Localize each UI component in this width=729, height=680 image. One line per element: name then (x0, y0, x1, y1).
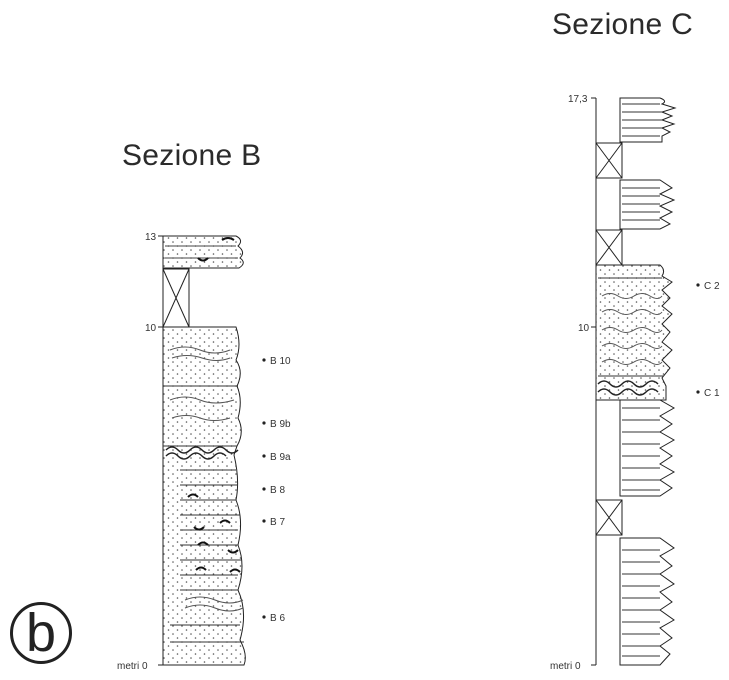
sample-b6-label: B 6 (270, 613, 285, 624)
section-c-covered-interval-2 (596, 230, 622, 265)
section-b-upper-unit (163, 236, 243, 268)
section-c-top-label: 17,3 (568, 94, 588, 105)
section-b-base-label: metri 0 (117, 661, 148, 672)
section-c-top-unit (620, 98, 675, 142)
section-c-covered-interval-1 (596, 143, 622, 178)
section-c-upper-thin-beds (620, 180, 674, 229)
section-b-samples: B 10 B 9b B 9a B 8 B 7 B 6 (262, 356, 291, 624)
section-c-sandy-package (596, 265, 672, 400)
section-c-mid-label: 10 (578, 323, 590, 334)
sample-c2: C 2 (696, 281, 720, 292)
sample-b9a-label: B 9a (270, 452, 291, 463)
sample-b8-label: B 8 (270, 485, 285, 496)
sample-b10: B 10 (262, 356, 291, 367)
section-b-lower-unit (163, 327, 245, 665)
section-c-covered-interval-3 (596, 500, 622, 535)
section-c-samples: C 2 C 1 (696, 281, 720, 399)
sample-b10-label: B 10 (270, 356, 291, 367)
sample-c1-label: C 1 (704, 388, 720, 399)
section-c-lower-thin-beds (620, 538, 674, 665)
section-b-covered-interval (163, 269, 189, 327)
section-b-column: 13 10 metri 0 (117, 232, 291, 672)
section-b-mid-label: 10 (145, 323, 157, 334)
sample-c2-label: C 2 (704, 281, 720, 292)
sample-c1: C 1 (696, 388, 720, 399)
sample-b8: B 8 (262, 485, 285, 496)
sample-b7-label: B 7 (270, 517, 285, 528)
sample-b7: B 7 (262, 517, 285, 528)
section-c-middle-thin-beds (620, 400, 674, 496)
sample-b9a: B 9a (262, 452, 291, 463)
section-c-base-label: metri 0 (550, 661, 581, 672)
section-b-top-label: 13 (145, 232, 157, 243)
sample-b9b: B 9b (262, 419, 291, 430)
sample-b6: B 6 (262, 613, 285, 624)
sample-b9b-label: B 9b (270, 419, 291, 430)
section-c-column: 17,3 10 metri 0 (550, 94, 720, 672)
